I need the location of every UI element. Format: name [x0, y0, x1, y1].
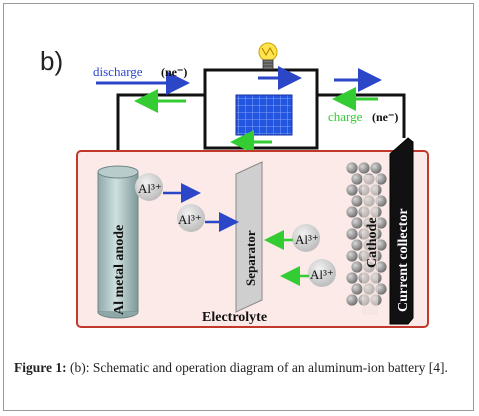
cathode-label: Cathode — [365, 217, 380, 268]
current-collector — [389, 137, 414, 325]
cathode-particle — [346, 184, 358, 196]
ion-1: Al³⁺ — [135, 173, 163, 201]
current-collector-label: Current collector — [396, 208, 411, 312]
cathode-particle — [346, 206, 358, 218]
cathode-particle — [346, 250, 358, 262]
cathode-particle — [346, 162, 358, 174]
cathode-particle — [351, 239, 363, 251]
cathode-particle — [375, 261, 387, 273]
cathode-particle — [351, 261, 363, 273]
cathode-particle — [346, 272, 358, 284]
charge-electrons-label: (ne⁻) — [372, 110, 398, 124]
cathode-particle — [375, 283, 387, 295]
charge-label: charge — [328, 109, 363, 124]
cathode-particle — [346, 228, 358, 240]
cathode-particle — [351, 173, 363, 185]
ion-3-label: Al³⁺ — [295, 232, 319, 247]
discharge-label: discharge — [93, 64, 143, 79]
anode-label: Al metal anode — [112, 225, 127, 315]
cathode-particle — [375, 195, 387, 207]
cathode-particle — [375, 239, 387, 251]
panel-label: b) — [40, 46, 63, 76]
ion-4: Al³⁺ — [308, 259, 336, 287]
ion-4-label: Al³⁺ — [310, 267, 334, 282]
anode — [97, 165, 139, 319]
cathode-particle — [375, 217, 387, 229]
figure-caption: Figure 1: (b): Schematic and operation d… — [14, 358, 464, 378]
ion-3: Al³⁺ — [292, 224, 320, 252]
cathode-particle — [375, 173, 387, 185]
cathode-particle — [351, 217, 363, 229]
cathode-particle — [351, 283, 363, 295]
cathode-particle — [370, 162, 382, 174]
light-bulb-icon — [258, 42, 278, 70]
caption-text: (b): Schematic and operation diagram of … — [66, 360, 448, 375]
cathode-label-backdrop — [362, 175, 378, 315]
cathode-particle — [358, 162, 370, 174]
discharge-arrows — [96, 66, 382, 95]
discharge-electrons-label: (ne⁻) — [161, 65, 187, 79]
charge-arrows — [134, 87, 378, 154]
cathode-particle — [351, 195, 363, 207]
separator — [235, 161, 263, 313]
electrolyte-label: Electrolyte — [202, 310, 267, 325]
ion-2-label: Al³⁺ — [178, 212, 202, 227]
caption-label: Figure 1: — [14, 360, 67, 375]
cathode-particle — [346, 294, 358, 306]
solar-panel — [235, 94, 293, 136]
separator-label: Separator — [243, 230, 258, 286]
ion-1-label: Al³⁺ — [138, 181, 162, 196]
ion-2: Al³⁺ — [177, 204, 205, 232]
